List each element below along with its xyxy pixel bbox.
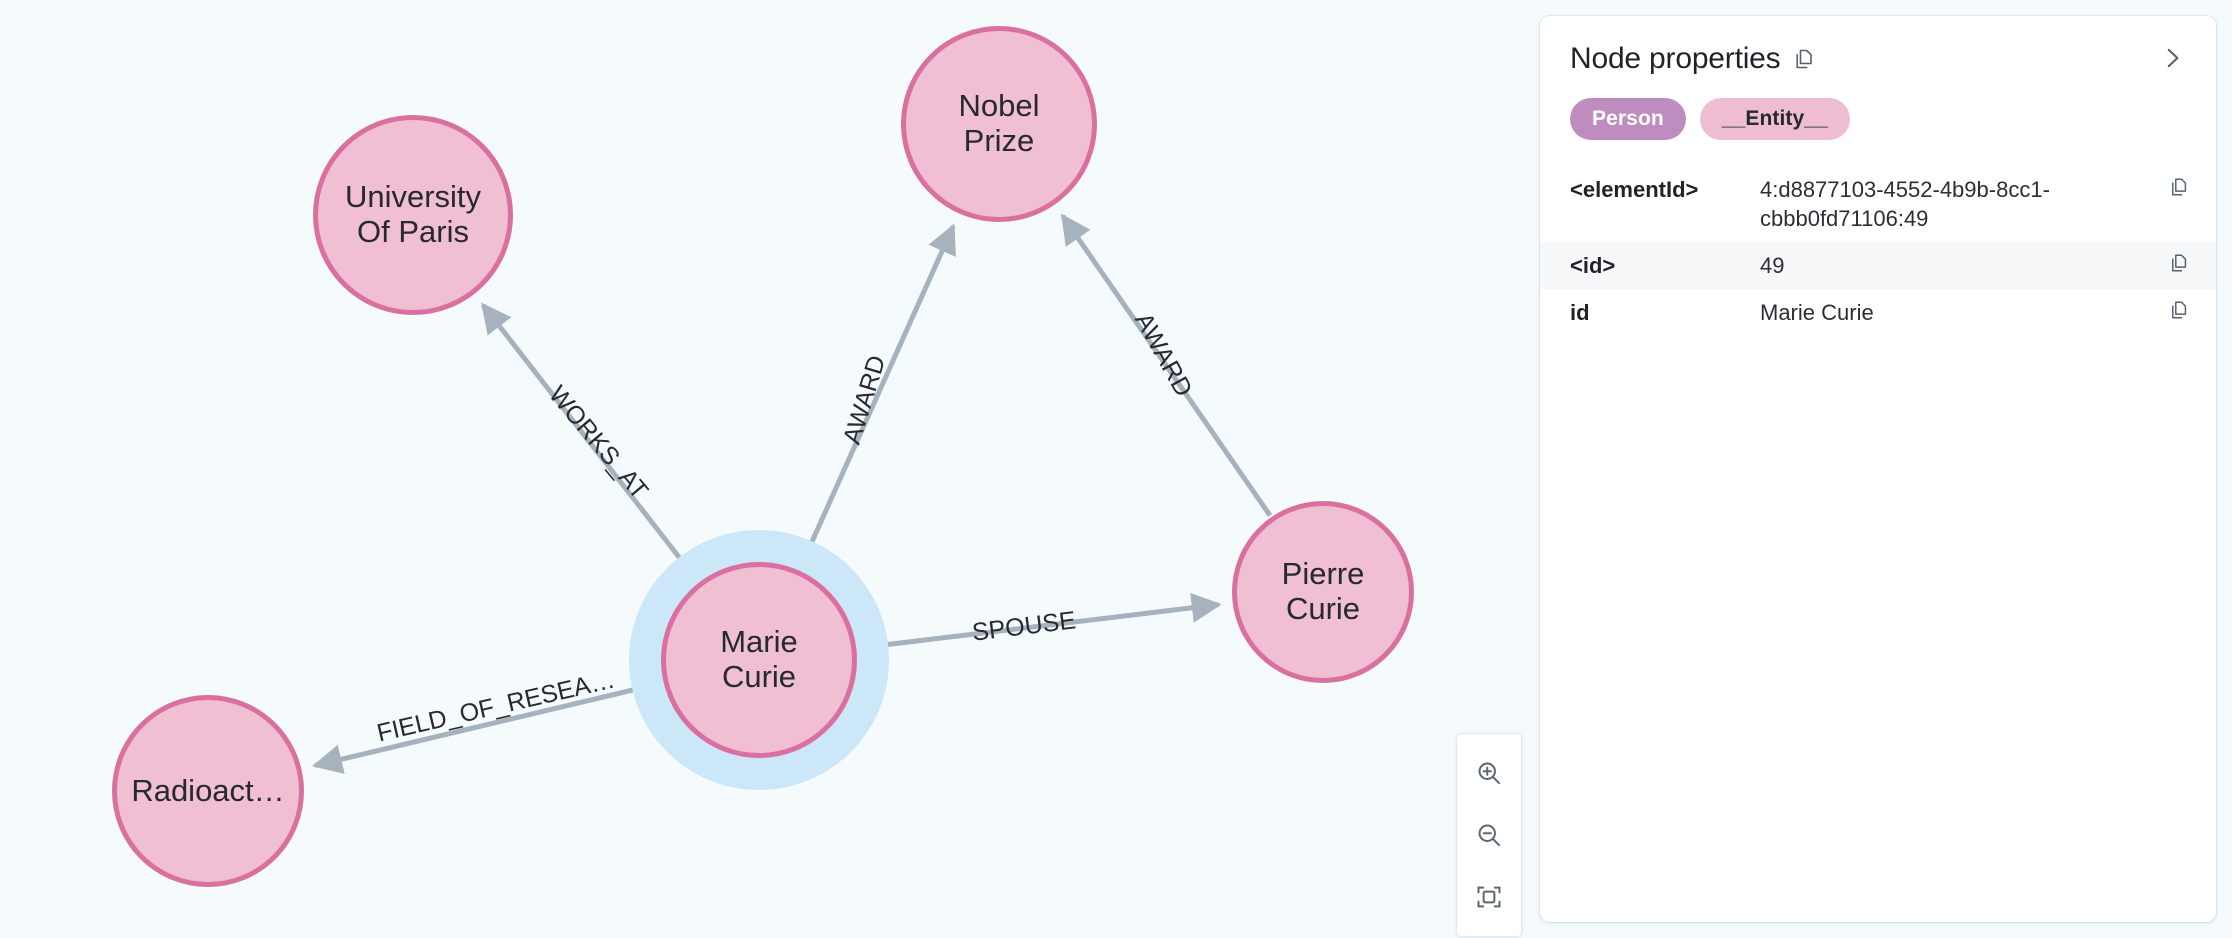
- graph-edge[interactable]: [1060, 213, 1273, 517]
- collapse-panel-button[interactable]: [2150, 36, 2194, 80]
- property-key: id: [1570, 300, 1590, 326]
- copy-icon[interactable]: [1792, 47, 1816, 71]
- graph-edge[interactable]: [312, 680, 663, 774]
- node-properties-panel: Node properties Person __Entity__ <elemen…: [1540, 16, 2216, 922]
- node-properties-table: <elementId> 4:d8877103-4552-4b9b-8cc1-cbb…: [1540, 166, 2216, 336]
- fit-to-screen-button[interactable]: [1458, 866, 1520, 928]
- property-value: 4:d8877103-4552-4b9b-8cc1-cbbb0fd71106:4…: [1760, 177, 2050, 232]
- node-label: Radioact…: [131, 772, 285, 808]
- copy-icon[interactable]: [2168, 299, 2190, 321]
- node-circle[interactable]: Nobel Prize: [901, 26, 1097, 222]
- node-circle[interactable]: University Of Paris: [313, 115, 513, 315]
- property-key: <elementId>: [1570, 177, 1699, 202]
- copy-icon[interactable]: [2168, 176, 2190, 198]
- fit-to-screen-icon: [1475, 883, 1503, 911]
- property-row: <id> 49: [1540, 242, 2216, 290]
- copy-icon[interactable]: [2168, 252, 2190, 274]
- property-key: <id>: [1570, 253, 1616, 279]
- node-label: Marie Curie: [720, 624, 798, 694]
- page-title: Node properties: [1570, 42, 1781, 75]
- node-label: Pierre Curie: [1281, 556, 1365, 626]
- property-row: id Marie Curie: [1540, 289, 2216, 336]
- node-circle[interactable]: Pierre Curie: [1232, 501, 1414, 683]
- node-circle[interactable]: Radioact…: [112, 695, 304, 887]
- graph-edge[interactable]: [857, 592, 1222, 651]
- zoom-controls: [1456, 733, 1522, 937]
- zoom-in-icon: [1475, 759, 1503, 787]
- graph-edges-layer: [312, 213, 1273, 774]
- zoom-in-button[interactable]: [1458, 742, 1520, 804]
- node-circle[interactable]: Marie Curie: [661, 562, 857, 758]
- node-label-badge-0[interactable]: Person: [1570, 98, 1686, 140]
- node-label-badge-1[interactable]: __Entity__: [1699, 98, 1850, 140]
- zoom-out-button[interactable]: [1458, 804, 1520, 866]
- graph-edge[interactable]: [797, 223, 956, 570]
- property-value: Marie Curie: [1760, 300, 1874, 326]
- node-label: Nobel Prize: [958, 88, 1040, 158]
- node-labels-badges: Person __Entity__: [1540, 76, 2216, 140]
- zoom-out-icon: [1475, 821, 1503, 849]
- property-value: 49: [1760, 253, 1785, 279]
- panel-header: Node properties: [1540, 16, 2216, 76]
- graph-edge[interactable]: [481, 302, 700, 583]
- property-row: <elementId> 4:d8877103-4552-4b9b-8cc1-cbb…: [1540, 166, 2216, 242]
- node-label: University Of Paris: [344, 179, 482, 249]
